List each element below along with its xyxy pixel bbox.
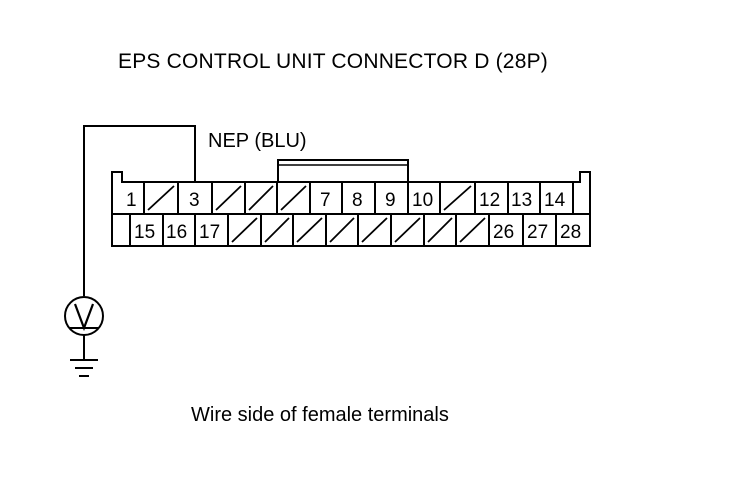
pin-3: 3 bbox=[189, 190, 200, 211]
diagram-title: EPS CONTROL UNIT CONNECTOR D (28P) bbox=[118, 50, 548, 73]
row2-empty-cavities bbox=[231, 217, 486, 243]
pin-12: 12 bbox=[479, 190, 500, 211]
row2-separators bbox=[129, 214, 557, 246]
pin-15: 15 bbox=[134, 222, 155, 243]
pin-27: 27 bbox=[527, 222, 548, 243]
ground-icon bbox=[70, 359, 98, 377]
voltmeter-icon bbox=[64, 296, 104, 336]
pin-26: 26 bbox=[493, 222, 514, 243]
row1-empty-cavities bbox=[147, 185, 472, 211]
row2-pin-numbers: 15 16 17 26 27 28 bbox=[134, 222, 581, 243]
row1-separators bbox=[143, 182, 574, 214]
pin-1: 1 bbox=[126, 190, 137, 211]
pin-28: 28 bbox=[560, 222, 581, 243]
pin-14: 14 bbox=[544, 190, 566, 211]
wire-label: NEP (BLU) bbox=[208, 130, 307, 152]
diagram-caption: Wire side of female terminals bbox=[191, 404, 449, 426]
pin-8: 8 bbox=[352, 190, 363, 211]
pin-10: 10 bbox=[412, 190, 433, 211]
row1-pin-numbers: 1 3 7 8 9 10 12 13 14 bbox=[126, 190, 566, 211]
pin-7: 7 bbox=[320, 190, 331, 211]
pin-9: 9 bbox=[385, 190, 396, 211]
pin-17: 17 bbox=[199, 222, 220, 243]
pin-16: 16 bbox=[166, 222, 187, 243]
pin-13: 13 bbox=[511, 190, 532, 211]
connector-lock-tab bbox=[277, 159, 409, 182]
connector-outline bbox=[111, 171, 591, 247]
probe-wire bbox=[83, 125, 196, 296]
